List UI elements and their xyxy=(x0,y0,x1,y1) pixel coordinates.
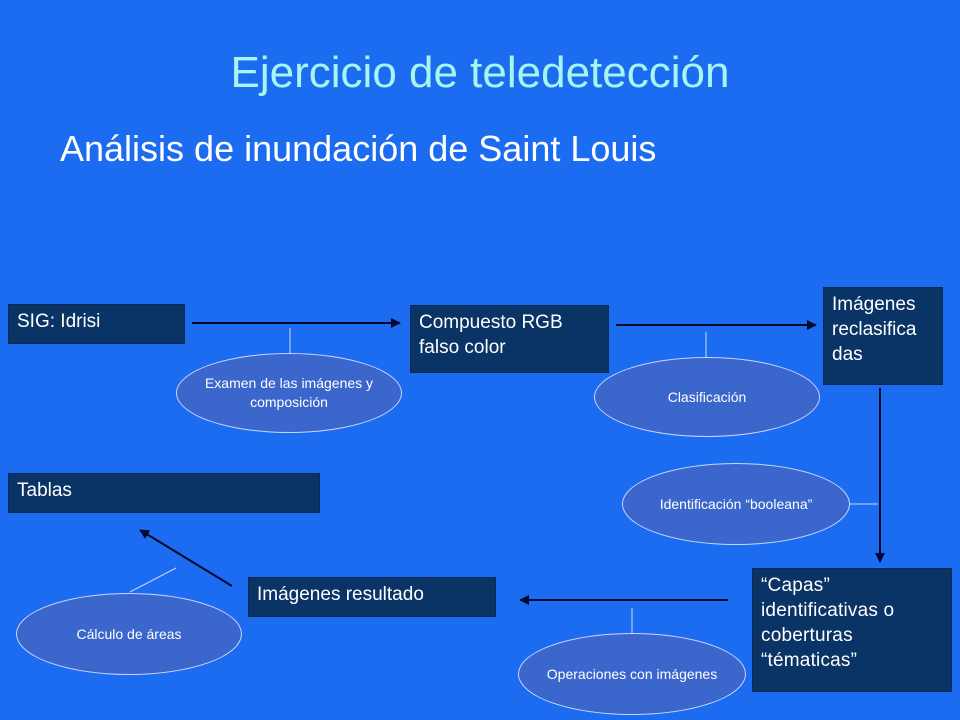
slide-subtitle: Análisis de inundación de Saint Louis xyxy=(60,128,657,169)
box-capas-tematicas-label: “Capas” identificativas o coberturas “té… xyxy=(761,575,895,671)
slide-title: Ejercicio de teledetección xyxy=(230,48,730,97)
process-identificacion-booleana-label: Identificación “booleana” xyxy=(659,495,813,512)
box-compuesto-rgb-label: Compuesto RGB falso color xyxy=(419,312,563,358)
box-imagenes-resultado-label: Imágenes resultado xyxy=(257,584,424,605)
process-clasificacion: Clasificación xyxy=(594,357,820,437)
process-clasificacion-label: Clasificación xyxy=(667,388,747,405)
box-imagenes-reclasificadas: Imágenes reclasifica das xyxy=(823,287,943,385)
link-calculo xyxy=(129,567,177,593)
box-capas-tematicas: “Capas” identificativas o coberturas “té… xyxy=(752,568,952,692)
process-operaciones-label: Operaciones con imágenes xyxy=(546,665,718,682)
box-tablas-label: Tablas xyxy=(17,480,72,501)
box-sig-idrisi: SIG: Idrisi xyxy=(8,304,185,344)
process-calculo-areas: Cálculo de áreas xyxy=(16,593,242,675)
process-examen: Examen de las imágenes y composición xyxy=(176,353,402,433)
process-calculo-areas-label: Cálculo de áreas xyxy=(76,625,182,642)
box-sig-idrisi-label: SIG: Idrisi xyxy=(17,311,101,332)
box-imagenes-resultado: Imágenes resultado xyxy=(248,577,496,617)
box-compuesto-rgb: Compuesto RGB falso color xyxy=(410,305,609,373)
arrow-resultado-to-tablas xyxy=(139,529,233,587)
process-operaciones: Operaciones con imágenes xyxy=(518,633,746,715)
process-identificacion-booleana: Identificación “booleana” xyxy=(622,463,850,545)
box-tablas: Tablas xyxy=(8,473,320,513)
process-examen-label: Examen de las imágenes y composición xyxy=(204,375,374,410)
box-imagenes-reclasificadas-label: Imágenes reclasifica das xyxy=(832,294,917,365)
